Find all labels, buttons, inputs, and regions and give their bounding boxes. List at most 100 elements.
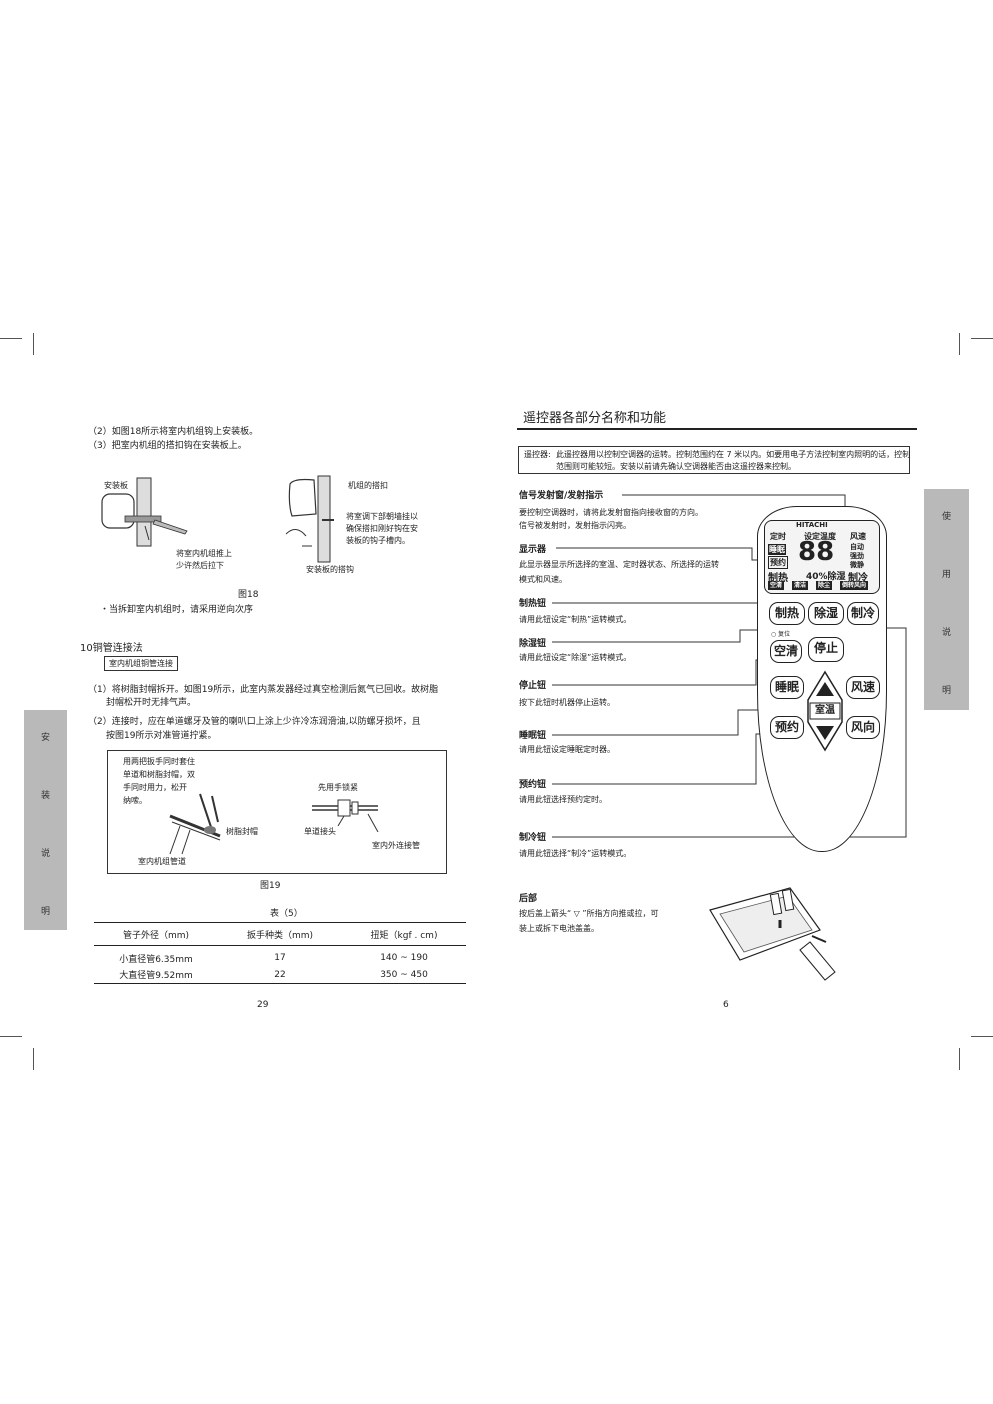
fig19-note-line1: 用两把扳手同时套住 — [123, 757, 195, 766]
back-title: 后部 — [519, 894, 538, 904]
timer-button[interactable]: 预约 — [770, 716, 804, 739]
back-desc-line2: 装上或拆下电池盖盖。 — [519, 924, 599, 933]
crop-mark — [0, 338, 22, 339]
figure18-left-illustration — [101, 477, 188, 547]
item-desc: 请用此钮选择“制冷”运转模式。 — [519, 849, 632, 858]
fan-direction-button[interactable]: 风向 — [846, 716, 880, 739]
crop-mark — [959, 1048, 960, 1070]
item-title-timer: 预约钮 — [519, 780, 547, 790]
lcd-label-sleep: 睡眠 — [768, 544, 786, 555]
item-desc: 此显示器显示所选择的室温、定时器状态、所选择的运转 — [519, 560, 719, 569]
item-desc: 请用此钮选择预约定时。 — [519, 795, 607, 804]
intro-line2: 范围则可能较短。安装以前请先确认空调器能否由这遥控器来控制。 — [556, 462, 796, 471]
side-tab-char: 安 — [40, 733, 50, 743]
fig18-note-line2: 确保搭扣刚好钩在安 — [346, 524, 418, 533]
section10-title: 10铜管连接法 — [80, 643, 143, 654]
right-page-number: 6 — [723, 1000, 729, 1010]
fig18-label-install-plate: 安装板 — [104, 481, 128, 490]
lcd-label-reserve: 预约 — [768, 556, 788, 569]
side-tab-char: 装 — [40, 791, 50, 801]
remove-note: ・当拆卸室内机组时，请采用逆向次序 — [100, 605, 254, 615]
item-title-cool: 制冷钮 — [519, 833, 547, 843]
fig18-label-lift2: 少许然后拉下 — [176, 561, 224, 570]
left-page-number: 29 — [257, 1000, 269, 1010]
side-tab-usage: 使 用 说 明 — [924, 489, 969, 710]
sleep-button[interactable]: 睡眠 — [770, 676, 804, 699]
air-clean-button[interactable]: 空清 — [770, 640, 802, 663]
temp-up-icon — [816, 682, 834, 696]
fig18-label-lift: 将室内机组推上 — [176, 549, 232, 558]
item-title-heat: 制热钮 — [519, 599, 547, 609]
crop-mark — [33, 333, 34, 355]
temp-down-icon — [816, 726, 834, 740]
step1-line1: （1）将树脂封帽拆开。如图19所示，此室内蒸发器经过真空检测后氮气已回收。故树脂 — [88, 685, 439, 695]
fan-speed-button[interactable]: 风速 — [846, 676, 880, 699]
lcd-digits: 88 — [798, 537, 835, 567]
side-tab-char: 明 — [941, 686, 951, 696]
table5-header-torque: 扭矩（kgf . cm) — [342, 922, 466, 946]
lcd-mode-heat: 制热 — [768, 573, 788, 584]
step2-line1: （2）连接时，应在单道螺牙及管的喇叭口上涂上少许冷冻润滑油,以防螺牙损坏，且 — [88, 717, 421, 727]
fig19-label-lock: 先用手锁紧 — [318, 783, 358, 792]
figure18-caption: 图18 — [238, 590, 259, 600]
item-title-dehum: 除湿钮 — [519, 639, 547, 649]
temp-rocker[interactable] — [806, 670, 844, 752]
fig19-note-line3: 手同时用力，松开 — [123, 783, 187, 792]
side-tab-char: 明 — [40, 907, 50, 917]
cool-button[interactable]: 制冷 — [847, 602, 879, 625]
lcd-label-timer: 定时 — [770, 532, 786, 541]
intro-line1: 此遥控器用以控制空调器的运转。控制范围约在 7 米以内。如要用电子方法控制室内照… — [556, 450, 911, 459]
item-title-sleep: 睡眠钮 — [519, 731, 547, 741]
section10-boxed-label: 室内机组铜管连接 — [104, 656, 178, 671]
item-desc: 请用此钮设定睡眠定时器。 — [519, 745, 615, 754]
dehum-button[interactable]: 除湿 — [808, 602, 844, 625]
table5-cell: 22 — [218, 966, 342, 984]
lcd-fan-quiet: 微静 — [850, 561, 864, 569]
table5: 管子外径（mm) 扳手种类（mm) 扭矩（kgf . cm) 小直径管6.35m… — [94, 922, 466, 984]
table-row: 小直径管6.35mm 17 140 ~ 190 — [94, 946, 466, 967]
fig19-label-resin-cap: 树脂封帽 — [226, 827, 258, 836]
crop-mark — [971, 338, 993, 339]
fig18-label-plate-hook: 安装板的搭钩 — [306, 565, 354, 574]
item-desc: 请用此钮设定“除湿”运转模式。 — [519, 653, 632, 662]
heat-button[interactable]: 制热 — [769, 602, 805, 625]
table5-cell: 140 ~ 190 — [380, 953, 428, 963]
fig18-note-line3: 装板的钩子槽内。 — [346, 536, 410, 545]
step1-line2: 封帽松开时无排气声。 — [106, 698, 197, 708]
lcd-mode-cool: 制冷 — [848, 573, 868, 584]
crop-mark — [0, 1036, 22, 1037]
crop-mark — [971, 1036, 993, 1037]
stop-button[interactable]: 停止 — [808, 637, 844, 662]
reset-text: 复位 — [778, 631, 791, 638]
figure18-right-illustration — [285, 475, 334, 563]
intro-lead: 遥控器: — [524, 450, 551, 459]
item-desc: 要控制空调器时，请将此发射窗指向接收窗的方向。 — [519, 508, 703, 517]
side-tab-char: 说 — [40, 849, 50, 859]
step-2-text: （2）如图18所示将室内机组钩上安装板。 — [88, 427, 259, 437]
lcd-label-set-temp: 设定温度 — [804, 532, 836, 541]
table5-header-wrench: 扳手种类（mm) — [218, 922, 342, 946]
fig19-label-indoor-pipe: 室内机组管道 — [138, 857, 186, 866]
item-desc: 按下此钮时机器停止运转。 — [519, 698, 615, 707]
fig18-note-line1: 将室调下部朝墙挂以 — [346, 512, 418, 521]
lcd-fan-auto: 自动 — [850, 543, 864, 551]
reset-label: ○ 复位 — [771, 631, 791, 638]
lcd-bottom-dust: 除尘 — [816, 581, 833, 590]
side-tab-char: 使 — [941, 512, 951, 522]
lcd-fan-strong: 强劲 — [850, 552, 864, 560]
fig19-label-single-joint: 单道接头 — [304, 827, 336, 836]
table5-cell: 350 ~ 450 — [342, 966, 466, 984]
fig18-label-hook: 机组的搭扣 — [348, 481, 388, 490]
item-title-transmitter: 信号发射窗/发射指示 — [519, 491, 604, 501]
crop-mark — [33, 1048, 34, 1070]
figure19-frame — [107, 750, 447, 874]
figure19-joint-illustration — [312, 799, 379, 832]
remote-back-illustration — [709, 887, 836, 981]
back-desc-line1: 按后盖上箭头“ ▽ ”所指方向推或拉，可 — [519, 909, 659, 918]
side-tab-char: 用 — [941, 570, 951, 580]
fig19-note-line2: 单道和树脂封帽，双 — [123, 770, 195, 779]
item-title-stop: 停止钮 — [519, 681, 547, 691]
item-desc: 模式和风速。 — [519, 575, 567, 584]
lcd-bottom-wash: 清洁 — [792, 581, 809, 590]
intro-box — [518, 446, 910, 474]
